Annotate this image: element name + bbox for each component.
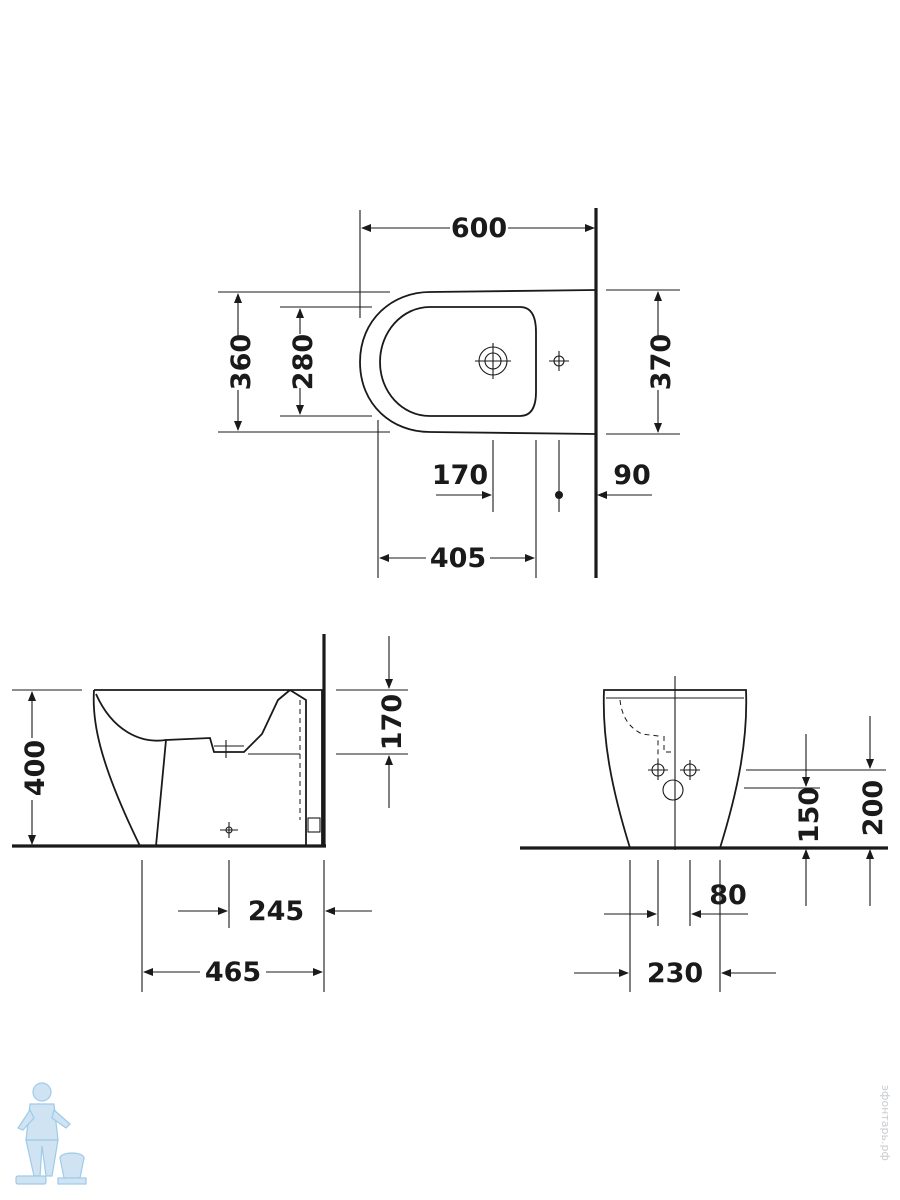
plumber-logo <box>8 1080 88 1190</box>
bidet-outline-top <box>359 289 597 435</box>
bidet-basin-top <box>379 306 537 417</box>
watermark-text: эфонтарь.рф <box>879 1085 892 1161</box>
dim-150: 150 <box>794 787 825 843</box>
dim-370: 370 <box>646 334 677 390</box>
dim-280: 280 <box>288 334 319 390</box>
dim-230: 230 <box>647 958 703 989</box>
dim-90-top: 90 <box>613 460 651 491</box>
dim-405: 405 <box>430 543 486 574</box>
bidet-outline-side <box>92 689 323 847</box>
dim-465: 465 <box>205 957 261 988</box>
dim-80: 80 <box>709 880 747 911</box>
dim-170-side: 170 <box>377 694 408 750</box>
bidet-outline-front <box>602 689 748 849</box>
dim-200: 200 <box>858 780 889 836</box>
dim-400: 400 <box>20 740 51 796</box>
side-view: 400 170 245 465 <box>12 634 408 992</box>
watermark: эфонтарь.рф <box>874 1085 896 1195</box>
dim-600: 600 <box>451 213 507 244</box>
dim-170-top: 170 <box>432 460 488 491</box>
top-view: 600 360 280 370 170 90 405 <box>218 208 680 578</box>
dim-360: 360 <box>226 334 257 390</box>
front-view: 150 200 80 230 <box>520 676 889 992</box>
dim-245: 245 <box>248 896 304 927</box>
